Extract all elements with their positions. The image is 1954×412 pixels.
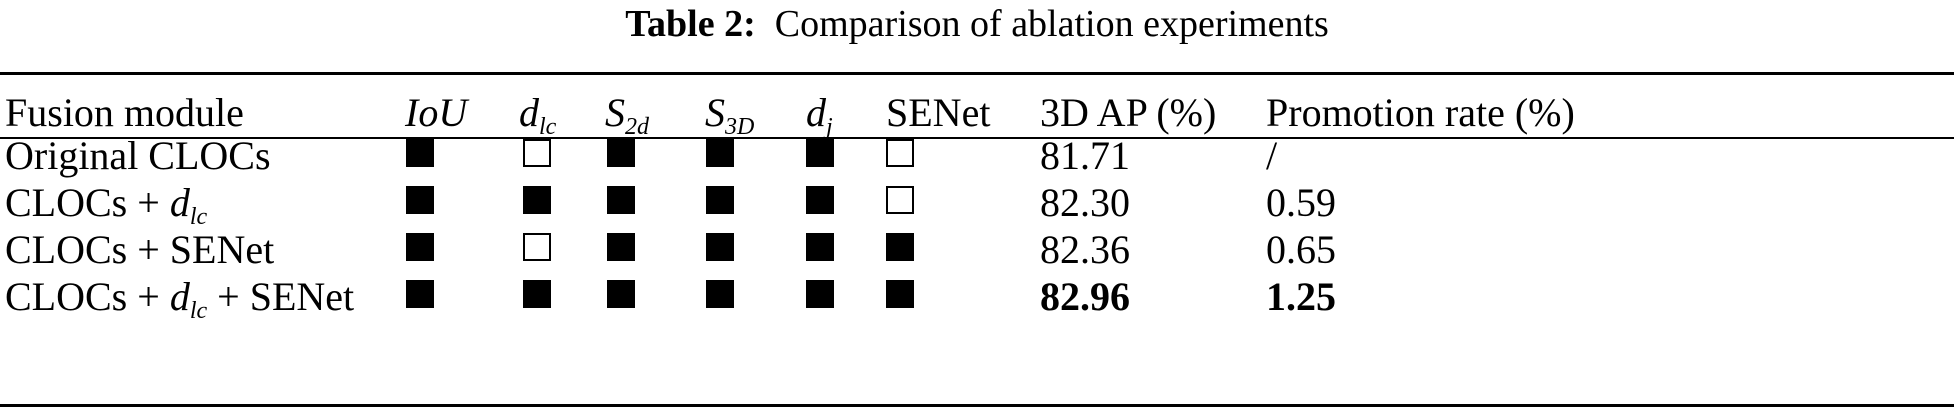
filled-square-icon <box>607 139 635 167</box>
filled-square-icon <box>406 186 434 214</box>
top-rule <box>0 72 1954 75</box>
header-iou: IoU <box>405 90 468 135</box>
row-3d-ap: 82.36 <box>1040 227 1130 272</box>
filled-square-icon <box>523 280 551 308</box>
name-text: CLOCs + SENet <box>5 227 275 272</box>
header-dlc: dlc <box>519 90 556 150</box>
filled-square-icon <box>607 233 635 261</box>
dlc-sub: lc <box>189 204 208 230</box>
filled-square-icon <box>806 139 834 167</box>
header-promotion-rate: Promotion rate (%) <box>1266 90 1575 135</box>
caption-label: Table 2: <box>625 3 756 45</box>
header-s3d: S3D <box>705 90 754 150</box>
header-s3d-base: S <box>705 90 725 135</box>
filled-square-icon <box>706 233 734 261</box>
header-senet: SENet <box>886 90 991 135</box>
filled-square-icon <box>806 280 834 308</box>
empty-square-icon <box>523 139 551 167</box>
header-rule <box>0 137 1954 139</box>
row-promotion-rate: 1.25 <box>1266 274 1336 319</box>
filled-square-icon <box>406 280 434 308</box>
dlc-base: d <box>169 274 190 319</box>
row-fusion-module: CLOCs + dlc <box>5 180 207 240</box>
header-dj-sub: j <box>826 114 833 140</box>
row-fusion-module: CLOCs + dlc + SENet <box>5 274 354 334</box>
empty-square-icon <box>886 139 914 167</box>
header-s2d: S2d <box>605 90 649 150</box>
filled-square-icon <box>607 186 635 214</box>
filled-square-icon <box>706 186 734 214</box>
filled-square-icon <box>406 233 434 261</box>
row-3d-ap: 82.96 <box>1040 274 1130 319</box>
name-text: CLOCs + <box>5 180 170 225</box>
header-dj: dj <box>806 90 833 150</box>
filled-square-icon <box>607 280 635 308</box>
row-promotion-rate: / <box>1266 133 1278 178</box>
header-dj-base: d <box>806 90 826 135</box>
bottom-rule <box>0 404 1954 407</box>
caption-text: Comparison of ablation experiments <box>774 3 1329 45</box>
header-3d-ap: 3D AP (%) <box>1040 90 1217 135</box>
row-fusion-module: CLOCs + SENet <box>5 227 274 273</box>
empty-square-icon <box>523 233 551 261</box>
filled-square-icon <box>806 233 834 261</box>
row-3d-ap: 82.30 <box>1040 180 1130 225</box>
header-fusion-module: Fusion module <box>5 90 244 135</box>
filled-square-icon <box>806 186 834 214</box>
filled-square-icon <box>886 233 914 261</box>
row-promotion-rate: 0.65 <box>1266 227 1336 272</box>
name-text: CLOCs + <box>5 274 170 319</box>
name-text: + SENet <box>207 274 355 319</box>
filled-square-icon <box>886 280 914 308</box>
name-text: Original CLOCs <box>5 133 271 178</box>
dlc-base: d <box>169 180 190 225</box>
header-s3d-sub: 3D <box>725 114 755 140</box>
dlc-sub: lc <box>189 298 208 324</box>
filled-square-icon <box>523 186 551 214</box>
row-fusion-module: Original CLOCs <box>5 133 271 179</box>
header-s2d-sub: 2d <box>625 114 649 140</box>
filled-square-icon <box>706 139 734 167</box>
empty-square-icon <box>886 186 914 214</box>
filled-square-icon <box>706 280 734 308</box>
filled-square-icon <box>406 139 434 167</box>
table-caption: Table 2: Comparison of ablation experime… <box>0 2 1954 46</box>
header-dlc-base: d <box>519 90 539 135</box>
header-s2d-base: S <box>605 90 625 135</box>
row-3d-ap: 81.71 <box>1040 133 1130 178</box>
header-dlc-sub: lc <box>539 114 557 140</box>
row-promotion-rate: 0.59 <box>1266 180 1336 225</box>
